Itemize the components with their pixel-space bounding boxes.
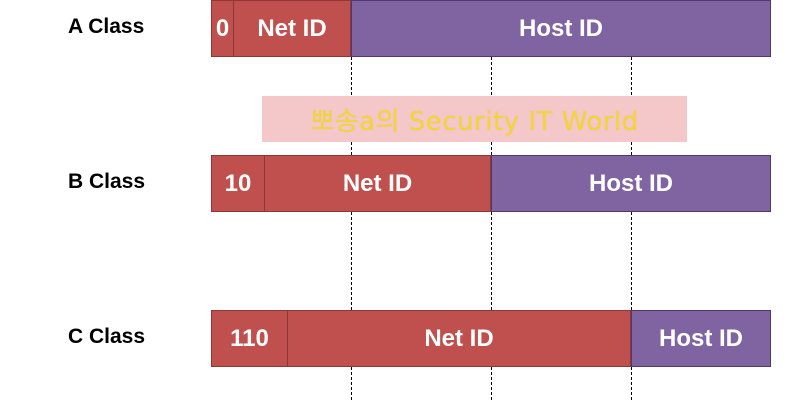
octet-guide-3-bottom [631, 367, 632, 400]
class-c-net-id: Net ID [288, 310, 631, 367]
class-b-net-id: Net ID [265, 155, 491, 212]
watermark: 뽀송a의 Security IT World [262, 96, 687, 142]
octet-guide-2-lower [491, 212, 492, 310]
class-label-c: C Class [68, 325, 146, 348]
class-b-host-id: Host ID [491, 155, 771, 212]
octet-guide-3-lower [631, 212, 632, 310]
class-a-net-id: Net ID [234, 0, 351, 57]
class-c-bar: 110 Net ID Host ID [211, 310, 771, 367]
octet-guide-1-lower [351, 212, 352, 310]
class-c-host-id: Host ID [631, 310, 771, 367]
class-a-bar: 0 Net ID Host ID [211, 0, 771, 57]
class-label-b: B Class [68, 170, 146, 193]
class-label-a: A Class [68, 15, 145, 38]
class-c-prefix: 110 [211, 310, 288, 367]
class-b-prefix: 10 [211, 155, 265, 212]
class-a-prefix: 0 [211, 0, 234, 57]
class-b-bar: 10 Net ID Host ID [211, 155, 771, 212]
class-a-host-id: Host ID [351, 0, 771, 57]
octet-guide-1-bottom [351, 367, 352, 400]
octet-guide-2-bottom [491, 367, 492, 400]
